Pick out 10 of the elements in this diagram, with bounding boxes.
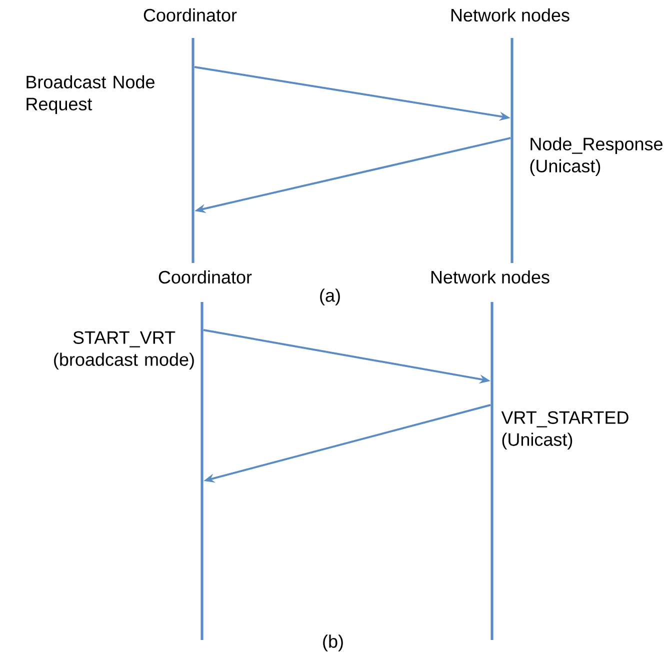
lifeline-heading: Coordinator [158,270,252,284]
edge-label: Broadcast Node Request [26,75,154,114]
caption: (a) [320,288,340,306]
edge-label: Node_Response (Unicast) [530,137,662,176]
lifeline-heading: Network nodes [451,8,570,22]
edge-label: VRT_STARTED (Unicast) [501,411,628,450]
edge-label: START_VRT (broadcast mode) [54,331,194,370]
lifeline-heading: Network nodes [431,270,550,284]
caption: (b) [323,634,343,652]
lifeline-heading: Coordinator [144,8,237,22]
